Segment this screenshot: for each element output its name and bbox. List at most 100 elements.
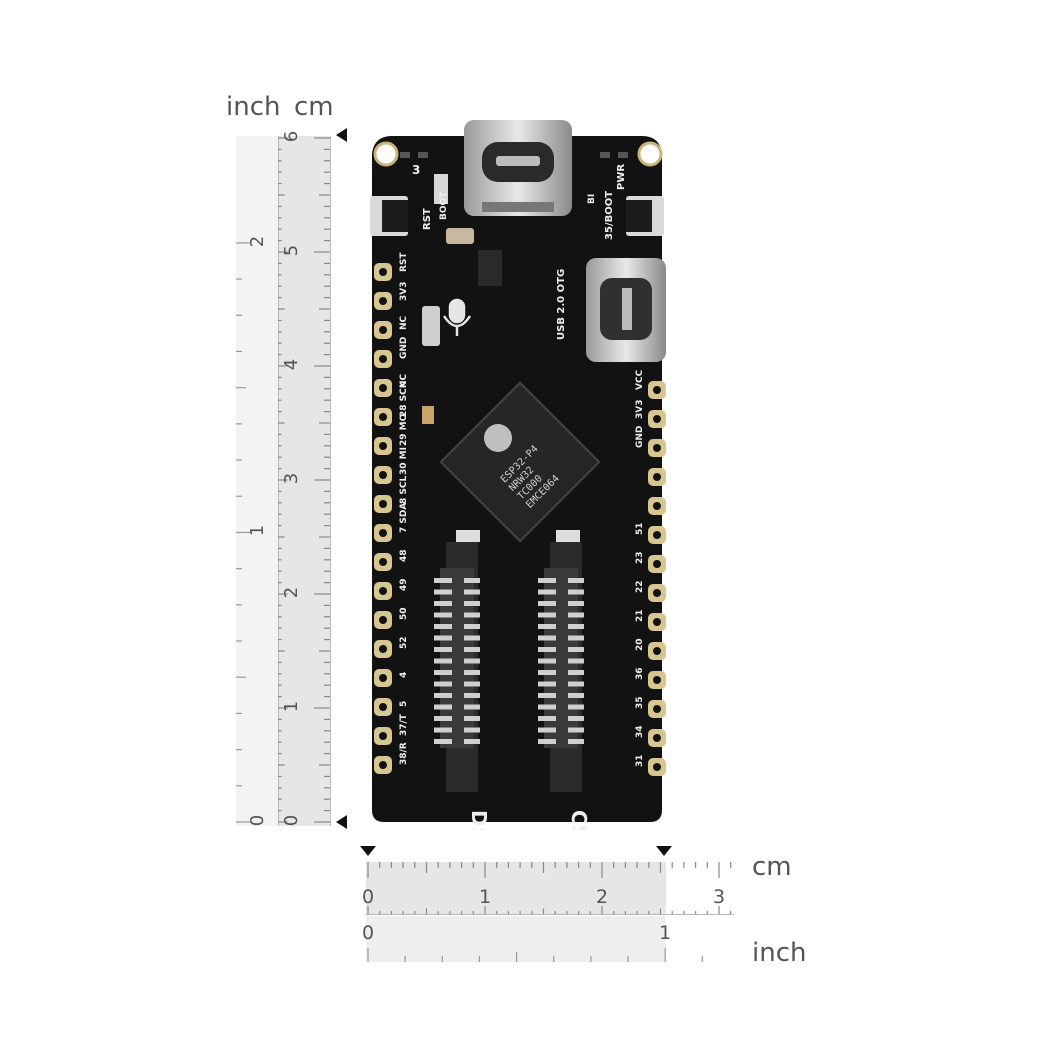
vertical-inch-tick-label: 1 <box>247 525 269 537</box>
right-pin-label: 51 <box>635 522 645 535</box>
fpc-pin <box>538 716 556 721</box>
fpc-pin <box>434 589 452 595</box>
right-pin-label: 31 <box>635 754 645 767</box>
vertical-cm-tick-label: 5 <box>281 244 303 257</box>
fpc-pin <box>568 739 584 744</box>
fpc-pin <box>434 681 452 687</box>
vertical-cm-tick-label: 4 <box>281 358 303 371</box>
fpc-pin <box>434 601 452 606</box>
fpc-pin <box>538 635 556 641</box>
mount-hole-right-icon <box>637 141 663 167</box>
mount-hole-left-icon <box>373 141 399 167</box>
right-pin-label: 3V3 <box>635 400 645 420</box>
vertical-cm-tick-label: 2 <box>281 586 303 599</box>
fpc-pin <box>464 739 480 744</box>
fpc-pin <box>568 635 584 641</box>
horizontal-ruler-ticks <box>367 862 732 962</box>
horizontal-ruler-divider <box>366 914 734 915</box>
fpc-pin <box>464 624 480 629</box>
fpc-pin <box>434 716 452 721</box>
dsi-connector <box>434 530 480 792</box>
left-pin-label: 7 SDA <box>399 503 409 533</box>
fpc-pin <box>464 578 480 583</box>
fpc-pin <box>568 589 584 595</box>
left-pin-label: 3V3 <box>399 282 409 302</box>
left-pin-label: 28 SCK <box>399 380 409 417</box>
fpc-pin <box>434 670 452 675</box>
left-pin-label: 30 MI <box>399 447 409 475</box>
right-pin-label: 34 <box>635 725 645 738</box>
fpc-pin <box>568 704 584 710</box>
vertical-ruler-edge <box>330 136 331 826</box>
fpc-pin <box>434 624 452 629</box>
fpc-pin <box>464 612 480 618</box>
left-pin-label: 38/R <box>399 742 409 765</box>
vertical-cm-tick-label: 3 <box>281 472 303 485</box>
horizontal-cm-unit: cm <box>752 852 792 882</box>
fpc-pin <box>568 578 584 583</box>
horizontal-left-marker-icon <box>360 846 376 856</box>
vertical-bottom-marker-icon <box>336 815 347 829</box>
fpc-pin <box>538 704 556 710</box>
esp32-p4-board: ESP32-P4NRW32TC000EMCE064 RST3V3NCGNDNC2… <box>370 120 666 830</box>
svg-text:BOOT: BOOT <box>439 191 449 220</box>
fpc-pin <box>538 612 556 618</box>
right-pin-label: 20 <box>635 638 645 651</box>
vertical-ruler-ticks <box>236 137 330 823</box>
fpc-pin <box>434 704 452 710</box>
fpc-pin <box>538 578 556 583</box>
left-pin-label: 5 <box>399 701 409 707</box>
fpc-pin <box>434 739 452 744</box>
fpc-pin <box>434 635 452 641</box>
fpc-pin <box>568 716 584 721</box>
right-pin-label: GND <box>635 426 645 448</box>
horizontal-cm-tick-label: 1 <box>479 886 492 908</box>
svg-text:3: 3 <box>412 163 420 177</box>
left-pin-label: 8 SCL <box>399 476 409 504</box>
fpc-pin <box>568 647 584 652</box>
fpc-pin <box>538 681 556 687</box>
svg-text:BI: BI <box>587 194 597 204</box>
right-pin-label: 23 <box>635 551 645 564</box>
fpc-pin <box>568 601 584 606</box>
svg-text:CSI: CSI <box>567 810 591 830</box>
csi-connector <box>538 530 584 792</box>
left-pin-label: 48 <box>399 549 409 562</box>
fpc-pin <box>568 681 584 687</box>
horizontal-ruler-cm-band <box>366 862 666 914</box>
left-pin-label: 4 <box>399 672 409 678</box>
fpc-pin <box>434 727 452 733</box>
mic-glyph-icon <box>442 298 472 336</box>
left-pin-label: 50 <box>399 607 409 620</box>
fpc-pin <box>538 693 556 698</box>
fpc-pin <box>538 601 556 606</box>
fpc-pin <box>464 704 480 710</box>
fpc-pin <box>434 693 452 698</box>
fpc-pin <box>464 589 480 595</box>
fpc-pin <box>464 635 480 641</box>
fpc-pin <box>434 658 452 664</box>
vertical-top-marker-icon <box>336 128 347 142</box>
fpc-pin <box>464 727 480 733</box>
fpc-pin <box>538 589 556 595</box>
fpc-pin <box>538 658 556 664</box>
fpc-pin <box>568 693 584 698</box>
horizontal-cm-tick-label: 0 <box>362 886 375 908</box>
horizontal-cm-tick-label: 2 <box>596 886 609 908</box>
right-pin-label: 21 <box>635 609 645 622</box>
vertical-ruler-divider <box>278 136 279 826</box>
left-pin-label: 49 <box>399 578 409 591</box>
svg-text:DSI: DSI <box>467 810 491 830</box>
horizontal-inch-unit: inch <box>752 938 807 968</box>
vertical-inch-unit: inch <box>226 92 281 122</box>
horizontal-inch-tick-label: 1 <box>659 922 672 944</box>
fpc-pin <box>568 658 584 664</box>
fpc-pin <box>538 647 556 652</box>
vertical-cm-tick-label: 0 <box>281 814 303 827</box>
fpc-pin <box>538 727 556 733</box>
microphone <box>422 306 440 346</box>
svg-text:35/BOOT: 35/BOOT <box>604 191 615 240</box>
vertical-cm-tick-label: 1 <box>281 700 303 713</box>
horizontal-right-marker-icon <box>656 846 672 856</box>
